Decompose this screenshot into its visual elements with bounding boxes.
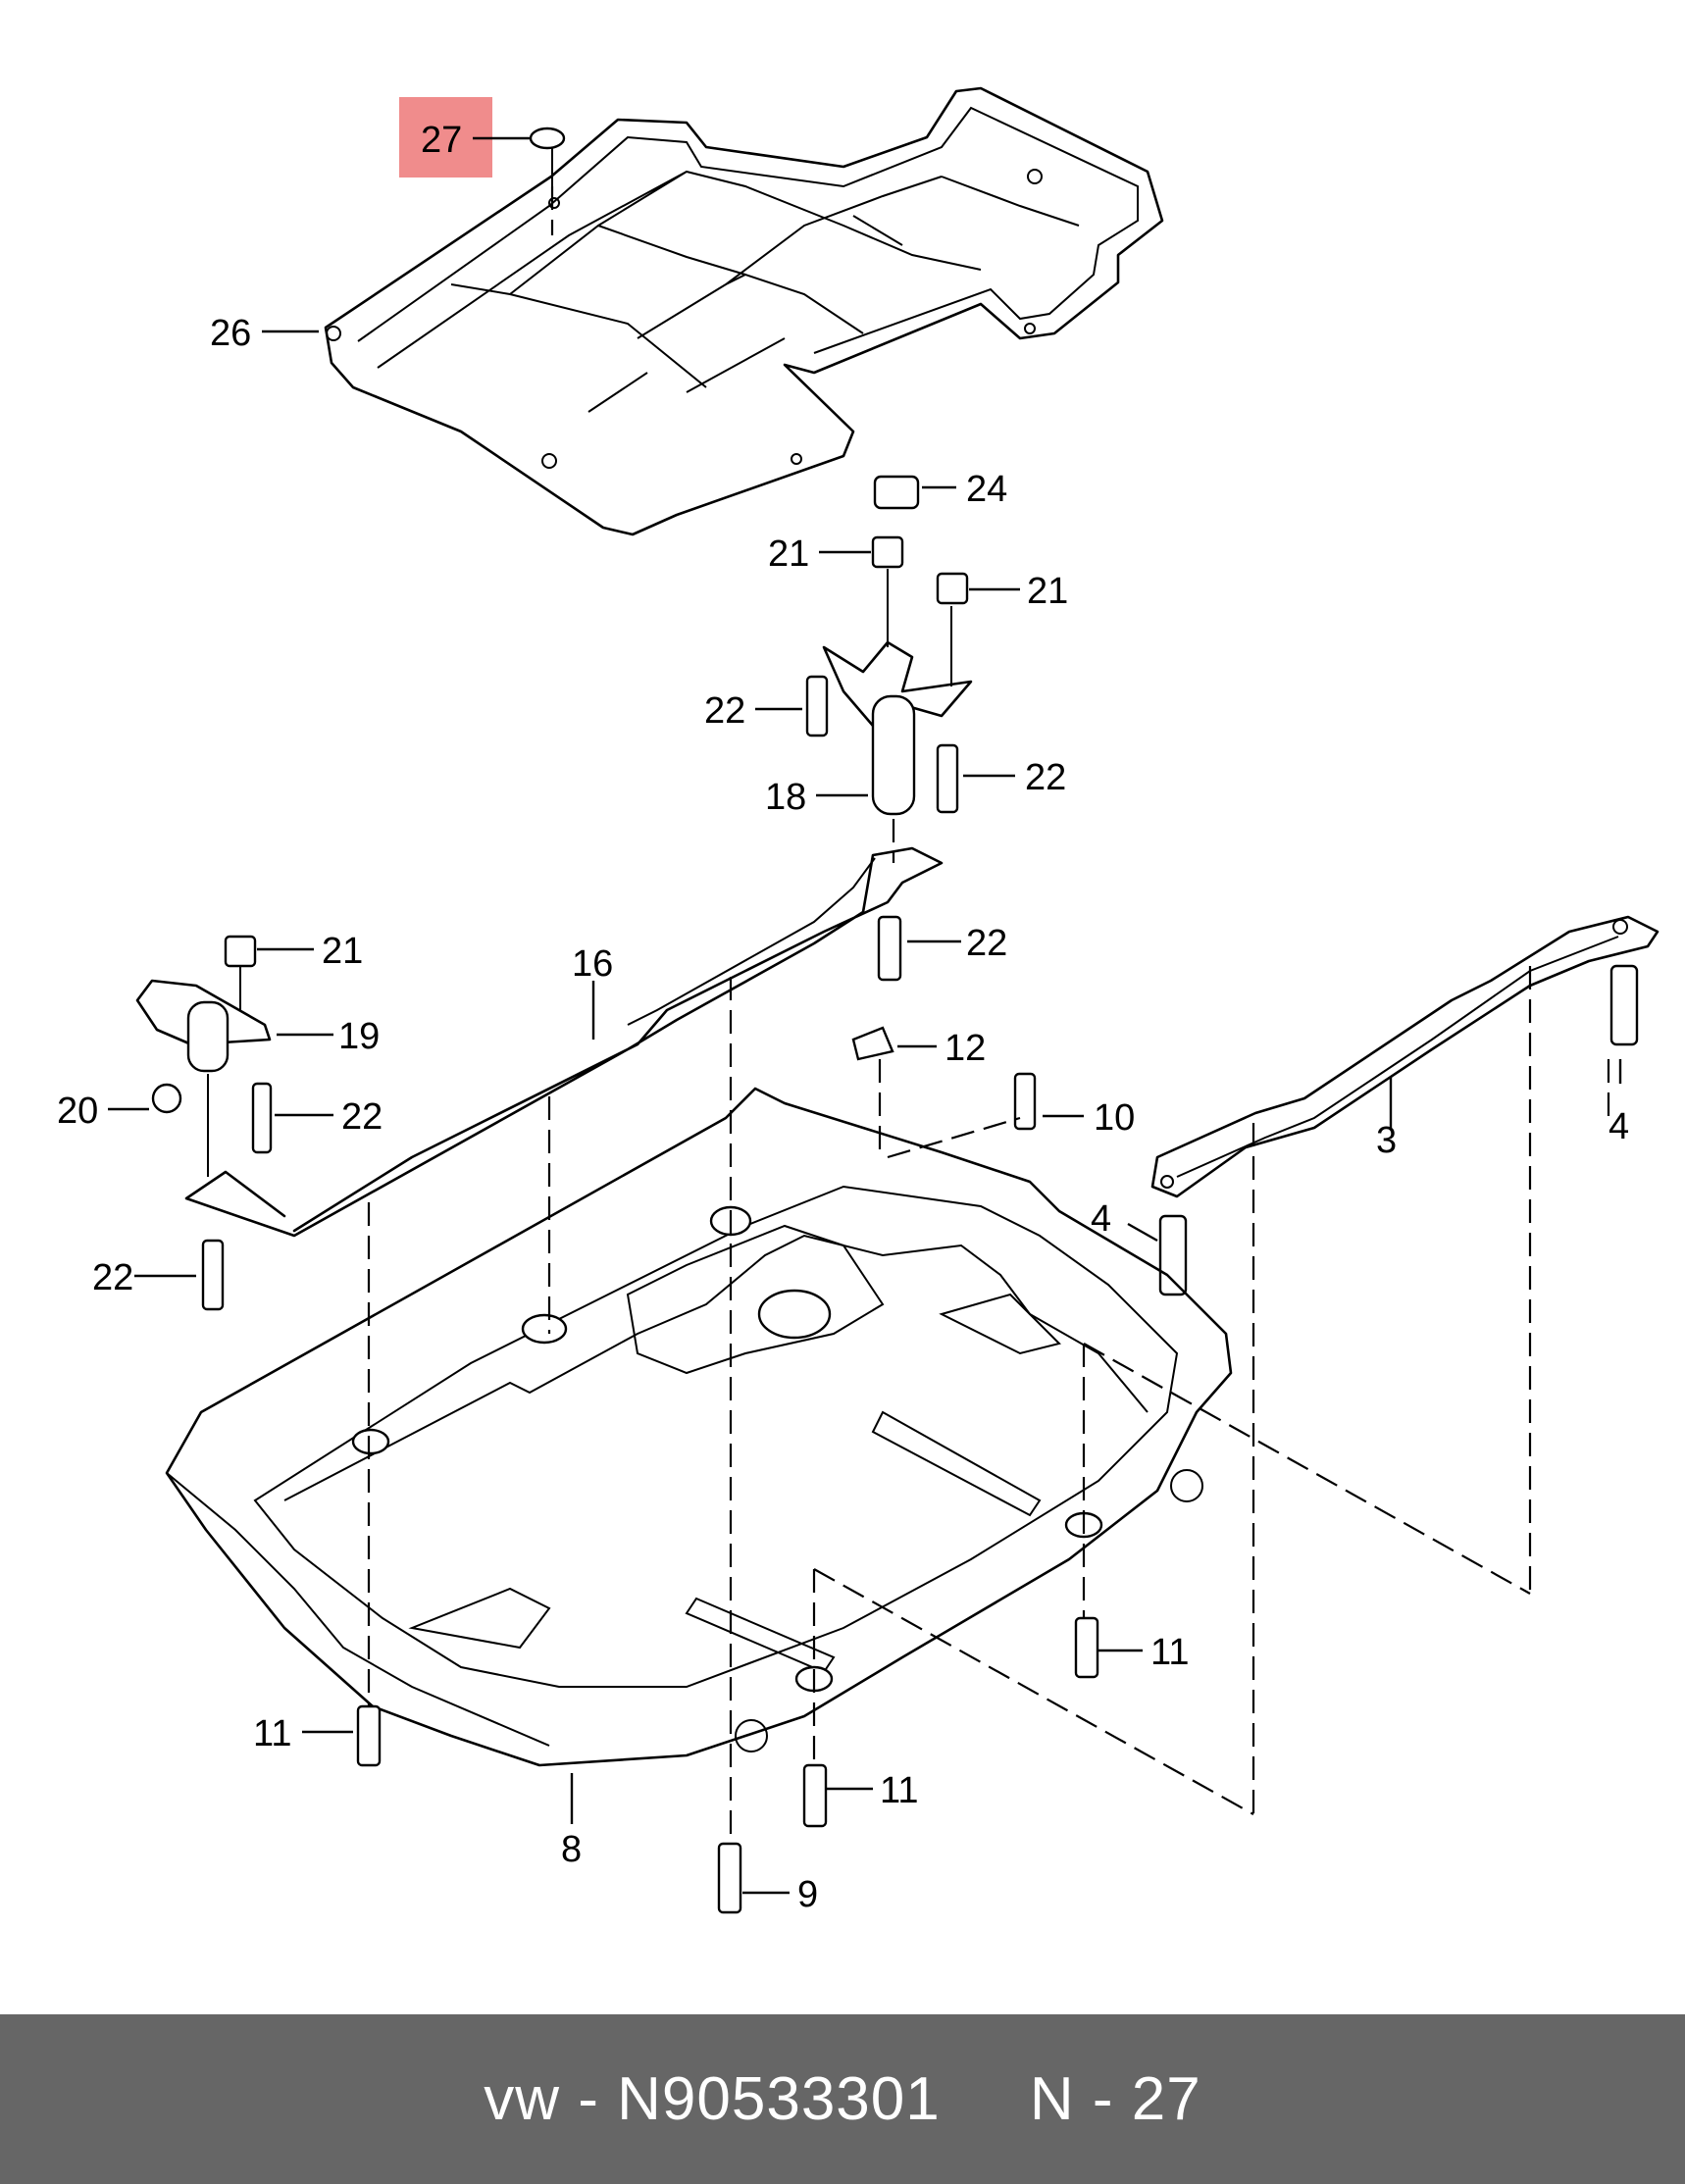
- callout-21b: 21: [1027, 571, 1068, 612]
- callout-12: 12: [945, 1028, 986, 1069]
- part-number-footer: vw - N90533301 N - 27: [0, 2014, 1685, 2184]
- callout-20: 20: [57, 1091, 98, 1132]
- assembly-lines: [367, 966, 1610, 1844]
- underbody-shield-8: [165, 1087, 1233, 1767]
- callout-10: 10: [1094, 1097, 1135, 1139]
- clip-27: [529, 127, 566, 235]
- leaders: [108, 136, 1622, 1895]
- callout-8: 8: [561, 1829, 582, 1870]
- callout-11a: 11: [1150, 1632, 1189, 1673]
- callout-4a: 4: [1608, 1106, 1629, 1147]
- bracket-19: [135, 935, 273, 1311]
- footer-separator: -: [578, 2065, 599, 2133]
- callout-24: 24: [966, 469, 1007, 510]
- callout-19: 19: [338, 1016, 380, 1057]
- callout-11c: 11: [880, 1770, 918, 1811]
- footer-position-letter: N: [1029, 2065, 1075, 2133]
- parts-diagram: 27 26 24 21 21 22 22 18 22 21 16 19 20 2…: [57, 86, 1659, 1915]
- callout-22a: 22: [704, 690, 745, 732]
- callout-4b: 4: [1091, 1198, 1111, 1240]
- footer-brand: vw: [484, 2065, 560, 2133]
- footer-part-number: N90533301: [617, 2065, 941, 2133]
- upper-shield-26: [324, 86, 1164, 536]
- rail-16: [184, 846, 944, 1238]
- callout-22d: 22: [341, 1096, 383, 1138]
- callout-18: 18: [765, 777, 806, 818]
- bolts: [356, 1026, 1099, 1914]
- callout-3: 3: [1376, 1120, 1397, 1161]
- callout-22e: 22: [92, 1257, 133, 1298]
- bracket-stack-18: [805, 475, 973, 863]
- callout-21a: 21: [768, 533, 809, 575]
- footer-position-number: 27: [1131, 2065, 1201, 2133]
- callout-27: 27: [421, 120, 462, 161]
- callout-21c: 21: [322, 931, 363, 972]
- callout-9: 9: [797, 1874, 818, 1915]
- callout-26: 26: [210, 313, 251, 354]
- callout-22c: 22: [966, 923, 1007, 964]
- callout-22b: 22: [1025, 757, 1066, 798]
- callout-11b: 11: [253, 1713, 291, 1754]
- strut-3: [1150, 915, 1659, 1296]
- callouts: 27 26 24 21 21 22 22 18 22 21 16 19 20 2…: [57, 120, 1629, 1915]
- callout-16: 16: [572, 943, 613, 985]
